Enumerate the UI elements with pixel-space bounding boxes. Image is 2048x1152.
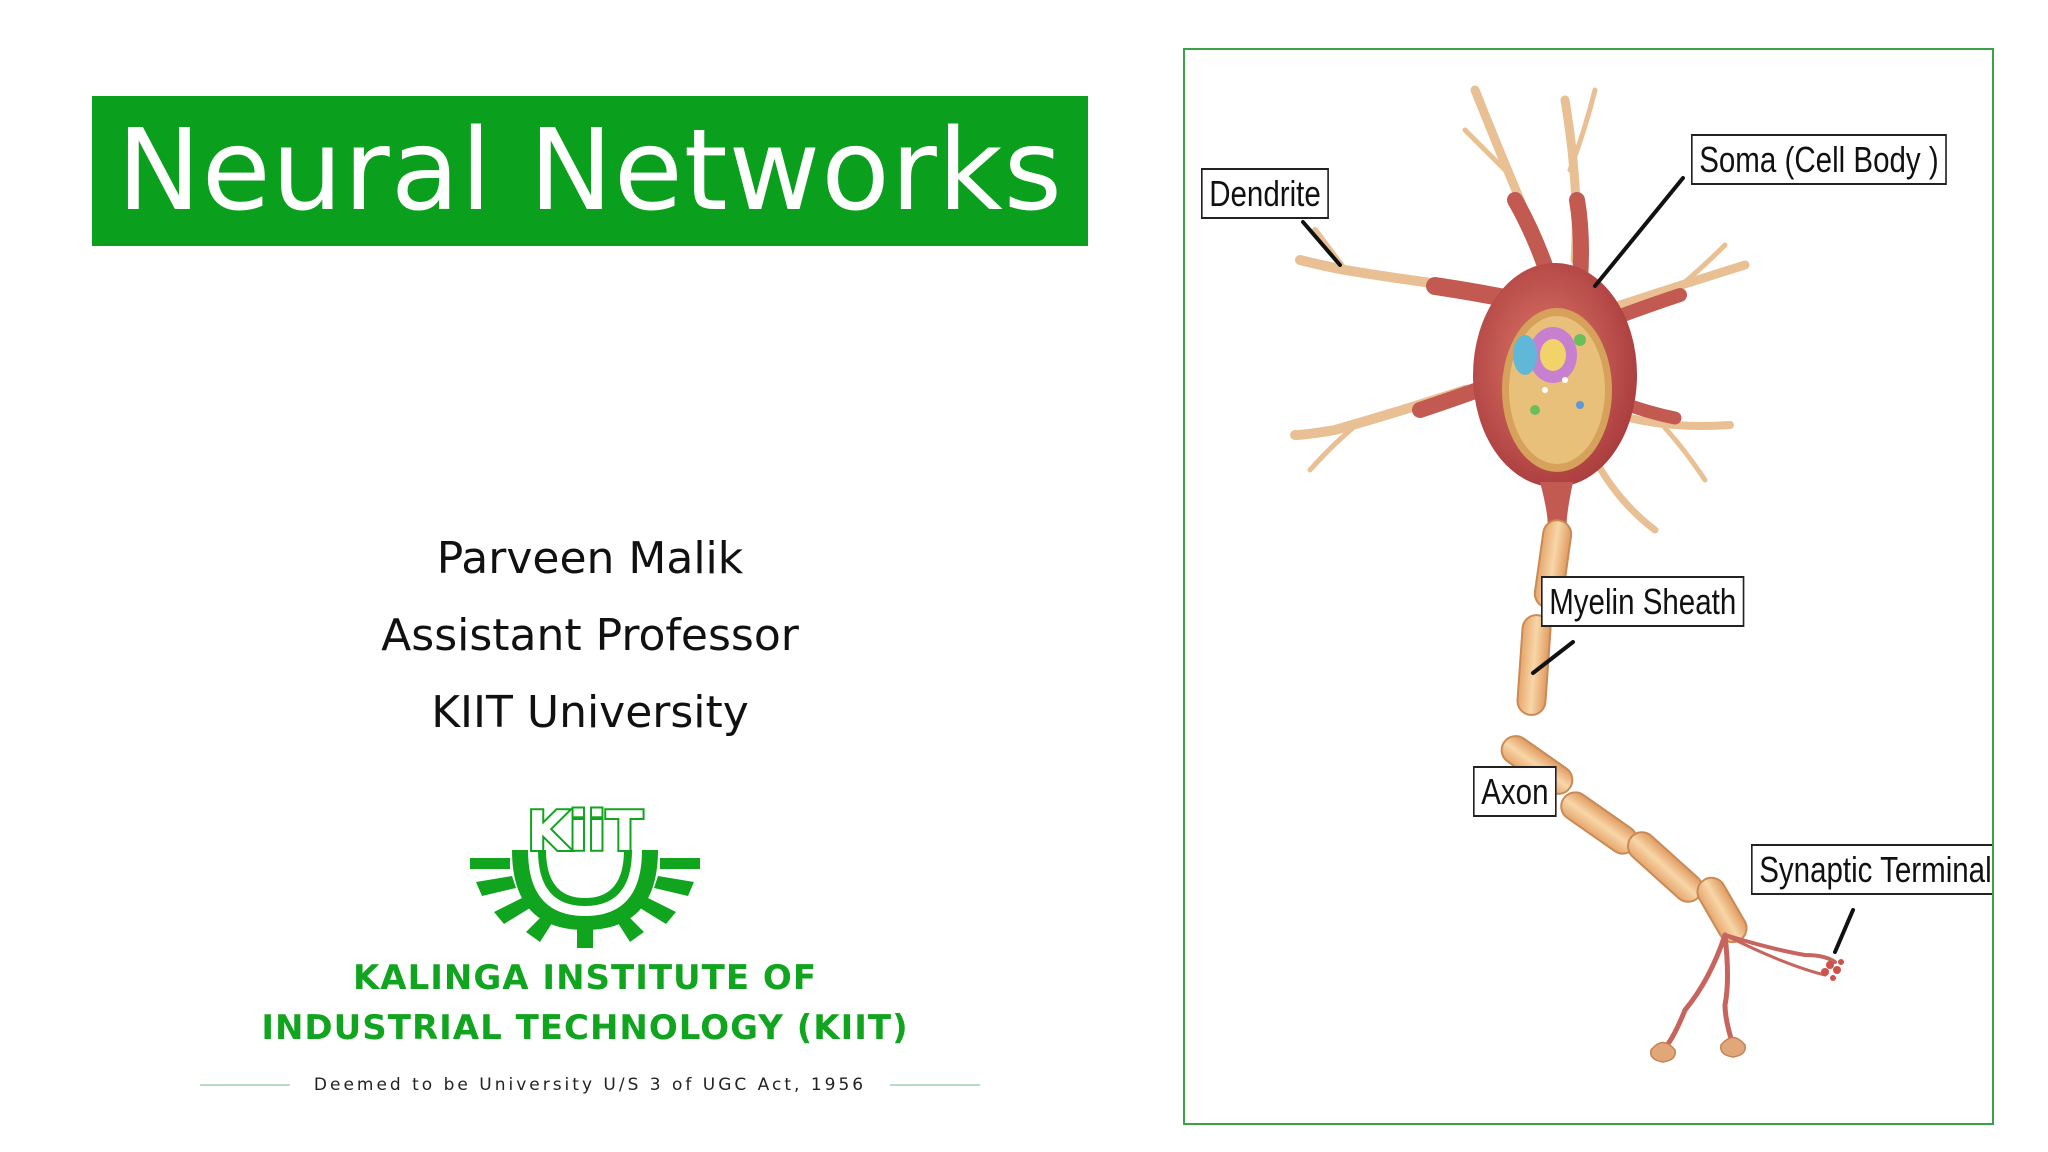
- tagline-rule-left: [199, 1084, 290, 1086]
- logo-line-2: INDUSTRIAL TECHNOLOGY (KIIT): [261, 1008, 909, 1048]
- label-soma: Soma (Cell Body ): [1691, 134, 1947, 186]
- neuron-illustration: [1290, 85, 1855, 1063]
- author-position: Assistant Professor: [381, 610, 799, 661]
- neuron-diagram: Dendrite Soma (Cell Body ) Myelin Sheath…: [1183, 48, 1994, 1125]
- author-block: Parveen Malik Assistant Professor KIIT U…: [300, 520, 880, 751]
- label-dendrite: Dendrite: [1201, 168, 1329, 220]
- title-banner: Neural Networks: [92, 96, 1088, 246]
- tagline-rule-right: [890, 1084, 981, 1086]
- author-institution: KIIT University: [431, 687, 749, 738]
- logo-tagline-row: Deemed to be University U/S 3 of UGC Act…: [180, 1070, 1000, 1100]
- emblem-text: KiiT: [527, 800, 643, 863]
- logo-tagline: Deemed to be University U/S 3 of UGC Act…: [313, 1075, 867, 1095]
- kiit-emblem-icon: KiiT: [470, 800, 700, 948]
- author-name: Parveen Malik: [436, 533, 744, 584]
- label-synaptic-terminal: Synaptic Terminal: [1751, 844, 1992, 896]
- label-myelin-sheath: Myelin Sheath: [1541, 576, 1745, 628]
- kiit-logo: KiiT KALINGA INSTITUTE OF INDUSTRIAL TEC…: [170, 800, 1000, 1100]
- logo-line-1: KALINGA INSTITUTE OF: [352, 958, 818, 998]
- slide-title: Neural Networks: [116, 106, 1064, 236]
- label-axon: Axon: [1473, 766, 1557, 818]
